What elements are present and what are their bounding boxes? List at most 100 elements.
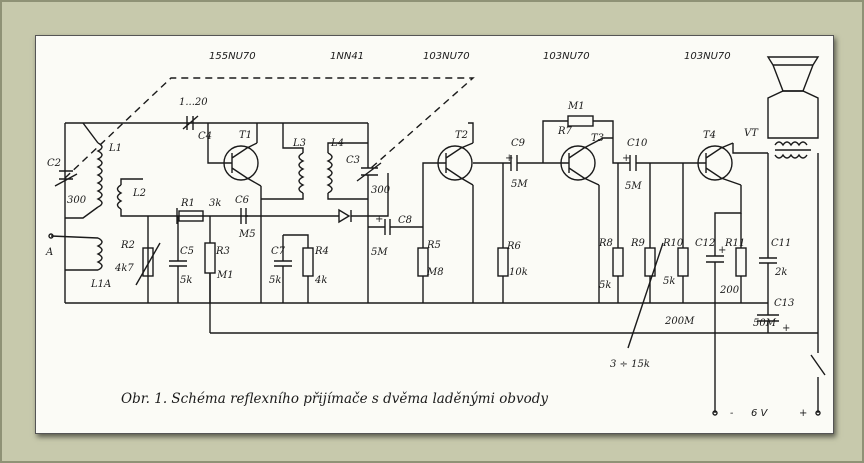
- value-c13: 50M: [753, 318, 777, 329]
- output-transformer: [774, 141, 808, 159]
- value-r4: 4k: [314, 275, 327, 286]
- value-r8: 5k: [599, 280, 611, 291]
- value-r3: M1: [216, 270, 234, 281]
- c12-plus: +: [718, 245, 726, 256]
- value-c7: 5k: [269, 275, 281, 286]
- label-antenna: A: [45, 247, 53, 258]
- label-r9: R9: [630, 238, 646, 249]
- wire: [261, 123, 304, 200]
- label-r7: R7: [557, 126, 573, 137]
- transistor-t4: [697, 145, 733, 181]
- label-l1: L1: [108, 143, 122, 154]
- value-c6: M5: [238, 229, 256, 240]
- transistor-label-1: 155NU70: [209, 51, 256, 62]
- transistor-t3-leads: [543, 137, 613, 186]
- transistor-t1-leads: [216, 142, 262, 187]
- value-c4: 1...20: [179, 97, 208, 108]
- label-r2: R2: [120, 240, 135, 251]
- range-r9: 3 ÷ 15k: [610, 359, 650, 370]
- speaker-cone: [766, 56, 820, 92]
- label-c2: C2: [47, 158, 61, 169]
- circuit-schematic: 155NU70 1NN41 103NU70 103NU70 103NU70 C2…: [45, 51, 826, 419]
- value-c8: 5M: [371, 247, 388, 258]
- capacitor-c11: [759, 257, 777, 303]
- label-r1: R1: [180, 198, 195, 209]
- transistor-label-4: 103NU70: [543, 51, 590, 62]
- label-l4: L4: [330, 138, 344, 149]
- wire: [50, 235, 99, 271]
- transistor-t2-leads: [440, 142, 474, 186]
- label-c9: C9: [511, 138, 526, 149]
- capacitor-c12: [706, 185, 742, 413]
- label-c10: C10: [627, 138, 648, 149]
- terminal-plus: [815, 410, 821, 416]
- label-t3: T3: [591, 133, 604, 144]
- trimmer-capacitor-c4: [182, 115, 199, 130]
- capacitor-c5: [169, 216, 187, 303]
- resistor-r11: [735, 247, 747, 277]
- resistor-r6: [497, 247, 509, 277]
- value-c9: 5M: [511, 179, 528, 190]
- transistor-t4-leads: [700, 142, 742, 186]
- label-l2: L2: [132, 188, 146, 199]
- wire: [468, 122, 474, 303]
- label-l3: L3: [292, 138, 306, 149]
- wire: [422, 162, 440, 227]
- label-t4: T4: [703, 130, 716, 141]
- variable-capacitor-c2: [54, 170, 78, 187]
- ganged-tuning-link: [64, 77, 475, 179]
- wire: [542, 120, 614, 163]
- value-r11: 200: [719, 285, 740, 296]
- potentiometer-r2: [142, 247, 154, 277]
- wire: [256, 123, 262, 199]
- wire: [732, 143, 768, 154]
- capacitor-c10: [612, 138, 683, 171]
- power-switch[interactable]: [810, 333, 826, 413]
- label-c5: C5: [180, 246, 194, 257]
- capacitor-c7: [274, 235, 292, 303]
- wire: [120, 178, 248, 217]
- wire: [327, 142, 368, 200]
- label-c7: C7: [271, 246, 286, 257]
- value-c11: 2k: [774, 267, 787, 278]
- value-c10: 5M: [625, 181, 642, 192]
- transistor-label-5: 103NU70: [684, 51, 731, 62]
- value-r5: M8: [426, 267, 444, 278]
- value-c2: 300: [67, 195, 87, 206]
- label-c11: C11: [771, 238, 791, 249]
- value-r1: 3k: [209, 198, 221, 209]
- coil-l2: [116, 184, 123, 210]
- resistor-r1: [178, 210, 204, 222]
- label-t1: T1: [239, 130, 252, 141]
- transistor-t2: [437, 145, 473, 181]
- label-plus: +: [799, 408, 807, 419]
- transistor-label-2: 1NN41: [330, 51, 364, 62]
- label-r10: R10: [662, 238, 684, 249]
- capacitor-c13: [757, 303, 779, 333]
- resistor-r10: [677, 247, 689, 277]
- speaker-icon: [767, 90, 819, 139]
- figure-caption: Obr. 1. Schéma reflexního přijímače s dv…: [121, 391, 548, 407]
- label-r3: R3: [215, 246, 230, 257]
- label-r6: R6: [506, 241, 522, 252]
- label-c13: C13: [774, 298, 794, 309]
- variable-capacitor-c3: [356, 162, 382, 182]
- value-r10: 5k: [663, 276, 675, 287]
- coil-l3: [298, 152, 305, 194]
- value-r7: M1: [567, 101, 585, 112]
- wire: [260, 199, 309, 303]
- label-l1a: L1A: [90, 279, 111, 290]
- value-r2: 4k7: [114, 263, 134, 274]
- wire: [65, 122, 99, 219]
- resistor-r8: [612, 247, 624, 277]
- value-c12: 200M: [664, 316, 695, 327]
- capacitor-c8: [368, 219, 423, 235]
- resistor-r9: [644, 247, 656, 277]
- label-r8: R8: [598, 238, 613, 249]
- diode-1nn41: [323, 173, 389, 224]
- label-minus: -: [730, 408, 734, 419]
- value-r6: 10k: [509, 267, 528, 278]
- c13-plus: +: [782, 323, 790, 334]
- resistor-r4: [302, 247, 314, 277]
